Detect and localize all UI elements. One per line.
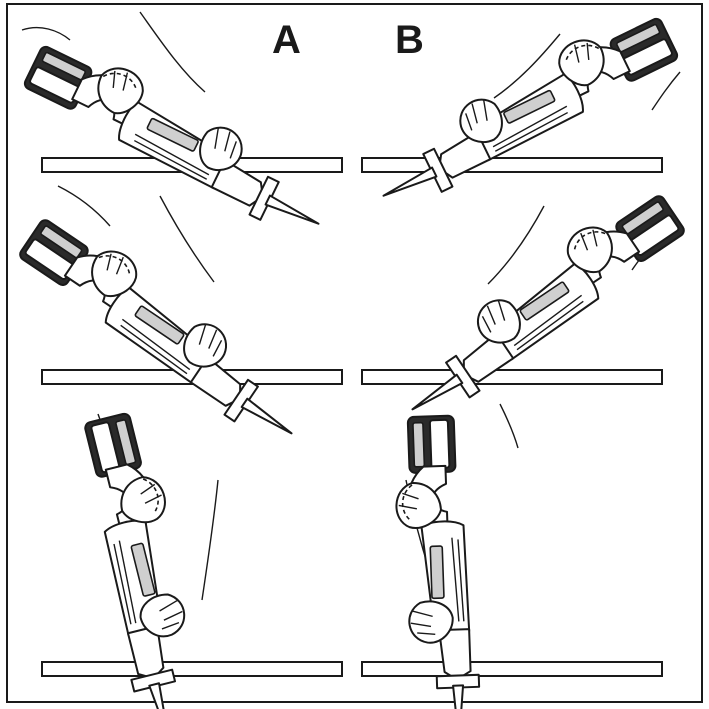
workpiece-board bbox=[361, 157, 663, 173]
panel-a2 bbox=[7, 185, 343, 453]
panel-a3 bbox=[41, 408, 343, 709]
panel-b1 bbox=[358, 2, 688, 217]
panel-b2 bbox=[361, 180, 697, 429]
workpiece-board bbox=[41, 661, 343, 677]
panel-a1 bbox=[14, 11, 344, 245]
column-label-a: A bbox=[272, 18, 301, 62]
panel-b3 bbox=[361, 403, 663, 709]
column-label-b: B bbox=[395, 18, 424, 62]
workpiece-board bbox=[361, 661, 663, 677]
workpiece-board bbox=[361, 369, 663, 385]
